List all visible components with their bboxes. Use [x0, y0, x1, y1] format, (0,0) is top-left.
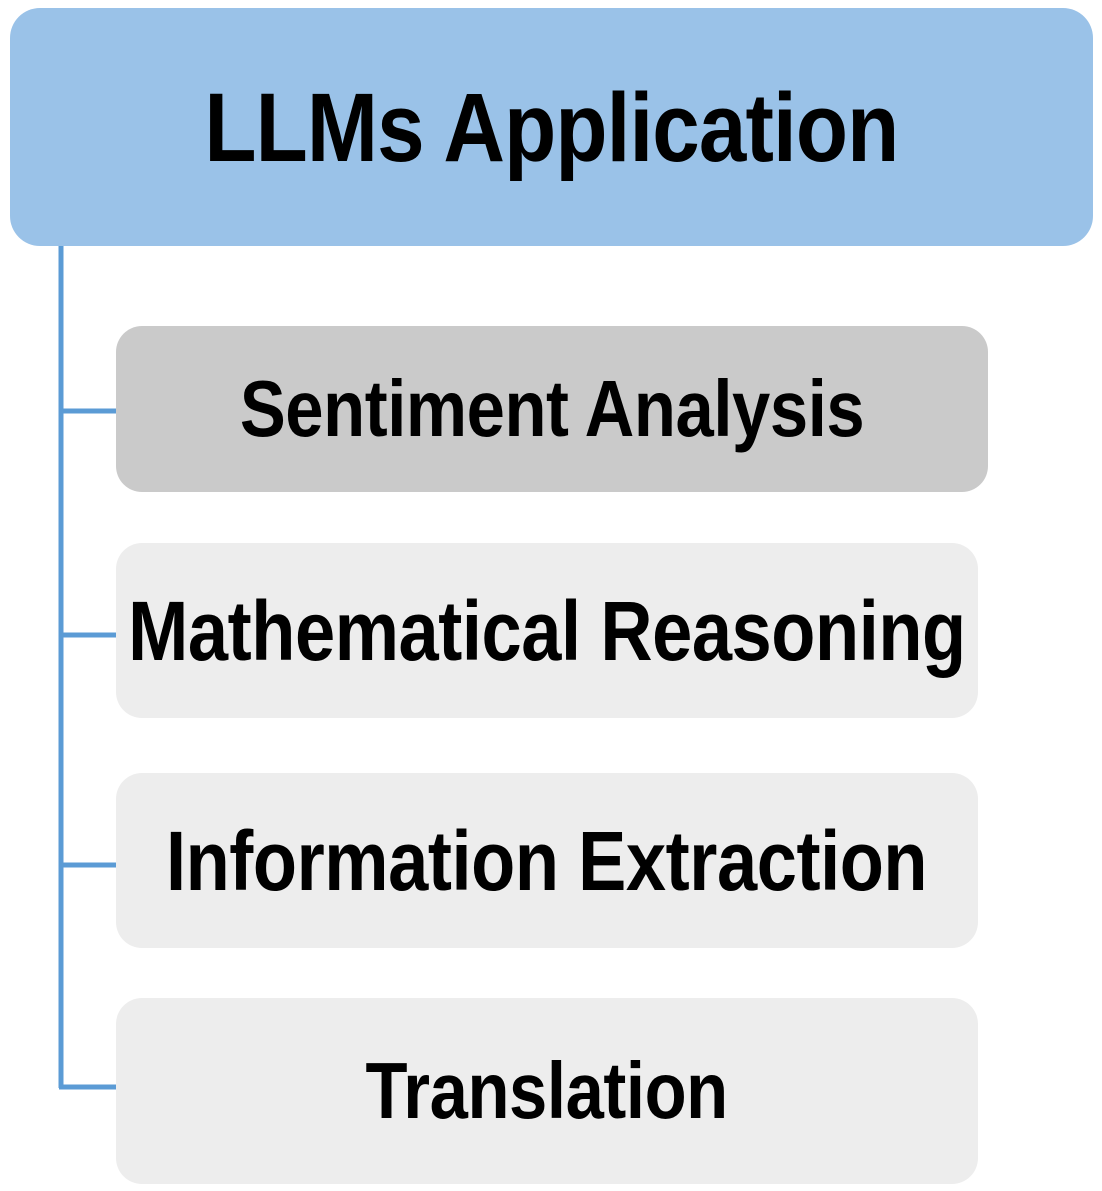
child-node-sentiment-analysis[interactable]: Sentiment Analysis: [116, 326, 988, 492]
child-node-information-extraction[interactable]: Information Extraction: [116, 773, 978, 948]
child-node-mathematical-reasoning[interactable]: Mathematical Reasoning: [116, 543, 978, 718]
root-node-llms-application[interactable]: LLMs Application: [10, 8, 1093, 246]
root-node-label: LLMs Application: [204, 72, 899, 182]
child-node-label: Mathematical Reasoning: [128, 583, 966, 678]
child-node-label: Translation: [365, 1046, 729, 1135]
child-node-label: Sentiment Analysis: [239, 364, 865, 453]
child-node-translation[interactable]: Translation: [116, 998, 978, 1184]
child-node-label: Information Extraction: [166, 813, 928, 908]
